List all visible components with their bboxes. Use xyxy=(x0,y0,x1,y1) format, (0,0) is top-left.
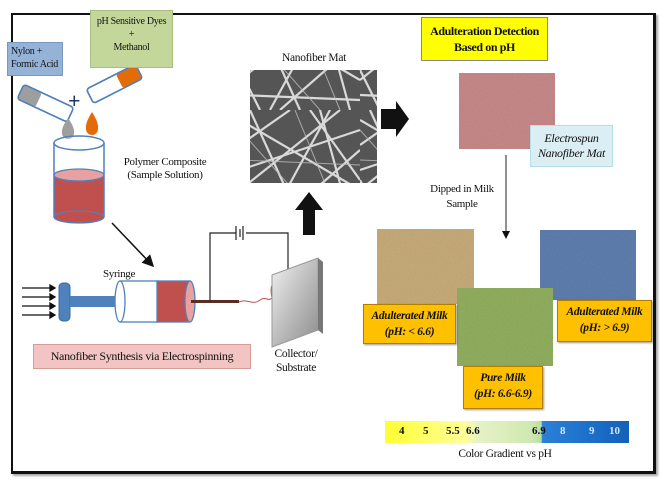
arrow-right-icon xyxy=(381,101,409,137)
title-box: Adulteration Detection Based on pH xyxy=(421,17,548,61)
power-circuit-icon xyxy=(209,226,289,301)
dye-line-2: + xyxy=(128,29,135,40)
polymer-line-2: Formic Acid xyxy=(11,59,58,70)
mat-label: Nanofiber Mat xyxy=(281,52,347,64)
ph-tick: 4 xyxy=(399,425,405,437)
collector-plate-icon xyxy=(271,257,323,348)
result-title: Adulterated Milk xyxy=(371,310,448,322)
ph-tick: 9 xyxy=(589,425,595,437)
plus-icon: + xyxy=(68,88,81,113)
ph-tick: 5 xyxy=(423,425,429,437)
ph-tick: 6.9 xyxy=(532,425,546,437)
beaker-icon xyxy=(53,135,105,224)
ph-tick: 5.5 xyxy=(446,425,460,437)
result-range: (pH: > 6.9) xyxy=(579,322,630,334)
syringe-icon xyxy=(58,280,239,323)
adulterated-high-swatch xyxy=(540,230,636,300)
dye-ingredient-label: pH Sensitive Dyes + Methanol xyxy=(90,10,173,68)
polymer-ingredient-label: Nylon + Formic Acid xyxy=(7,42,63,76)
ph-tick: 6.6 xyxy=(466,425,480,437)
collector-line-2: Substrate xyxy=(275,362,317,374)
result-range: (pH: 6.6-6.9) xyxy=(474,388,532,400)
result-label-adulterated-low: Adulterated Milk (pH: < 6.6) xyxy=(363,304,456,344)
dye-line-3: Methanol xyxy=(113,42,150,53)
syringe-label: Syringe xyxy=(102,268,136,280)
dye-tube-icon xyxy=(85,64,143,135)
synthesis-label: Nanofiber Synthesis via Electrospinning xyxy=(33,344,251,369)
result-label-adulterated-high: Adulterated Milk (pH: > 6.9) xyxy=(557,300,652,342)
collector-label: Collector/ Substrate xyxy=(262,347,330,375)
result-label-pure: Pure Milk (pH: 6.6-6.9) xyxy=(463,366,543,409)
flow-arrow-to-syringe xyxy=(111,222,155,268)
result-title: Adulterated Milk xyxy=(566,306,643,318)
push-arrows-icon xyxy=(22,283,57,320)
arrow-up-icon xyxy=(295,192,323,235)
title-line-1: Adulteration Detection xyxy=(430,24,539,38)
electrospun-line-2: Nanofiber Mat xyxy=(537,146,606,160)
dye-line-1: pH Sensitive Dyes xyxy=(96,16,167,27)
beaker-label-line-2: (Sample Solution) xyxy=(127,169,203,181)
beaker-label-line-1: Polymer Composite xyxy=(123,156,207,168)
result-range: (pH: < 6.6) xyxy=(384,326,435,338)
polymer-line-1: Nylon + xyxy=(11,46,43,57)
dip-line-2: Sample xyxy=(446,198,478,210)
collector-line-1: Collector/ xyxy=(274,348,318,360)
ph-tick: 8 xyxy=(560,425,566,437)
electrospun-label: Electrospun Nanofiber Mat xyxy=(530,125,613,167)
polymer-tube-icon xyxy=(17,84,75,139)
electrospun-line-1: Electrospun xyxy=(544,131,599,145)
nanofiber-mat-image xyxy=(250,70,377,183)
dip-label: Dipped in Milk Sample xyxy=(424,182,500,212)
beaker-label: Polymer Composite (Sample Solution) xyxy=(110,156,220,182)
pure-milk-swatch xyxy=(457,288,553,366)
ph-tick: 10 xyxy=(609,425,620,437)
dip-line-1: Dipped in Milk xyxy=(430,183,494,195)
result-title: Pure Milk xyxy=(480,372,526,384)
title-line-2: Based on pH xyxy=(454,40,515,54)
gradient-caption: Color Gradient vs pH xyxy=(458,448,552,460)
ph-gradient-bar: 4 5 5.5 6.6 6.9 8 9 10 xyxy=(385,421,629,443)
